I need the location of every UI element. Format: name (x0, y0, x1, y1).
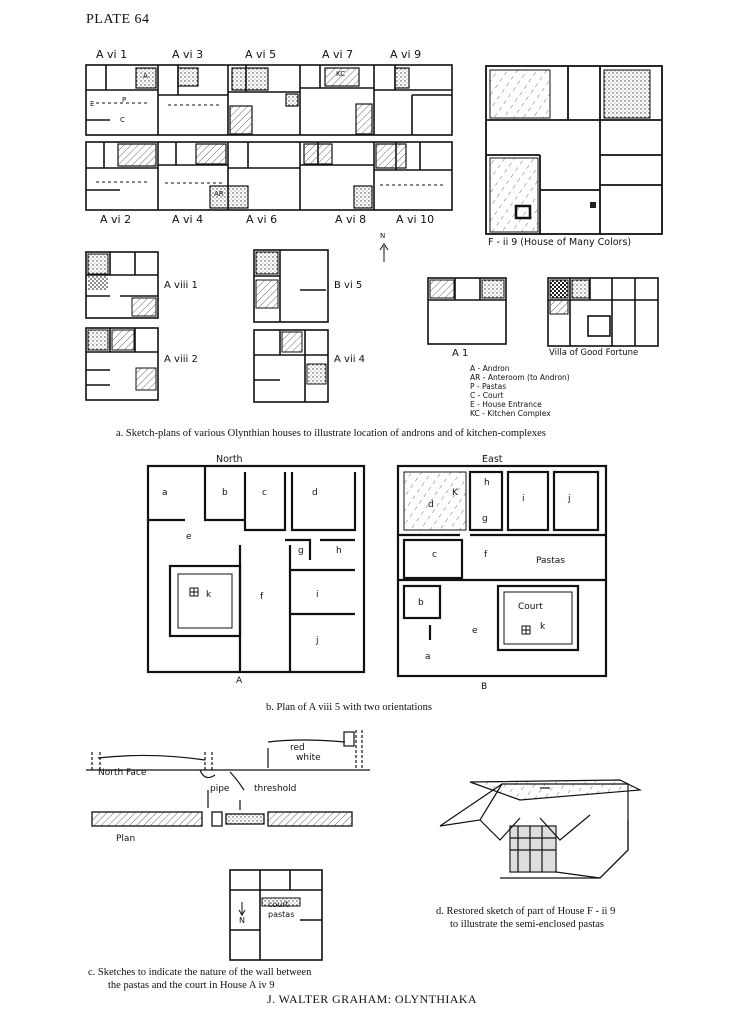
north-face-label: North Face (98, 768, 147, 778)
room-code-c: C (120, 116, 125, 124)
legend-item: KC - Kitchen Complex (470, 409, 551, 418)
label-a-vi-2: A vi 2 (100, 213, 132, 226)
label-a-vi-10: A vi 10 (396, 213, 435, 226)
legend-item: E - House Entrance (470, 400, 542, 409)
pastas-label: Pastas (536, 556, 565, 566)
label-a-vi-5: A vi 5 (245, 48, 277, 61)
room-b-c: c (432, 550, 437, 560)
page-footer: J. WALTER GRAHAM: OLYNTHIAKA (267, 992, 477, 1006)
room-a-c: c (262, 488, 267, 498)
room-code-e: E (90, 100, 95, 108)
legend-item: AR - Anteroom (to Andron) (470, 373, 570, 382)
room-a-g: g (298, 546, 304, 556)
legend-item: A - Andron (470, 364, 510, 373)
threshold-label: threshold (254, 784, 297, 794)
label-a-vi-4: A vi 4 (172, 213, 204, 226)
caption-figure-d-line2: to illustrate the semi-enclosed pastas (450, 919, 604, 930)
label-a-vi-8: A vi 8 (335, 213, 367, 226)
caption-figure-a: a. Sketch-plans of various Olynthian hou… (116, 428, 546, 439)
label-a-vi-3: A vi 3 (172, 48, 204, 61)
label-villa-good-fortune: Villa of Good Fortune (549, 348, 639, 358)
room-b-f: f (484, 550, 488, 560)
label-a-vi-1: A vi 1 (96, 48, 128, 61)
room-b-g: g (482, 514, 488, 524)
north-mini-label: N (239, 916, 245, 925)
plan-b-label: B (481, 682, 488, 692)
room-code-ar: AR (214, 190, 224, 198)
white-label: white (296, 753, 321, 763)
court-mini-label: court (268, 900, 289, 909)
label-a-1: A 1 (452, 348, 469, 359)
room-b-i: i (522, 494, 525, 504)
room-b-e: e (472, 626, 478, 636)
orientation-east: East (482, 454, 503, 465)
label-a-vii-4: A vii 4 (334, 354, 366, 365)
north-arrow-label: N (380, 232, 386, 240)
room-code-a: A (143, 72, 148, 80)
room-b-a: a (425, 652, 431, 662)
legend-item: P - Pastas (470, 382, 507, 391)
room-a-f: f (260, 592, 264, 602)
caption-figure-d-line1: d. Restored sketch of part of House F - … (436, 906, 616, 917)
room-a-b: b (222, 488, 228, 498)
red-label: red (290, 743, 305, 753)
court-label: Court (518, 602, 543, 612)
room-a-h: h (336, 546, 342, 556)
plan-label: Plan (116, 834, 136, 844)
room-a-j: j (316, 636, 319, 646)
room-b-k: k (540, 622, 546, 632)
legend-item: C - Court (470, 391, 504, 400)
plan-a-label: A (236, 676, 243, 686)
room-code-p: P (122, 96, 127, 104)
room-code-kc: KC (336, 70, 346, 78)
caption-figure-b: b. Plan of A viii 5 with two orientation… (266, 702, 432, 713)
room-b-h: h (484, 478, 490, 488)
room-a-k: k (206, 590, 212, 600)
label-a-vi-6: A vi 6 (246, 213, 278, 226)
plate-title: PLATE 64 (86, 12, 150, 27)
room-b-d: d (428, 500, 434, 510)
room-b-b: b (418, 598, 424, 608)
room-legend: A - Andron AR - Anteroom (to Andron) P -… (470, 364, 570, 418)
room-a-a: a (162, 488, 168, 498)
label-a-viii-2: A viii 2 (164, 354, 198, 365)
room-b-j: j (568, 494, 571, 504)
room-a-e: e (186, 532, 192, 542)
room-a-i: i (316, 590, 319, 600)
label-b-vi-5: B vi 5 (334, 280, 363, 291)
room-b-kitchen: K (452, 488, 458, 498)
label-house-many-colors: F - ii 9 (House of Many Colors) (488, 237, 632, 248)
label-a-vi-7: A vi 7 (322, 48, 354, 61)
caption-figure-c-line2: the pastas and the court in House A iv 9 (108, 980, 275, 991)
caption-figure-c-line1: c. Sketches to indicate the nature of th… (88, 967, 312, 978)
pastas-mini-label: pastas (268, 910, 295, 919)
orientation-north: North (216, 454, 243, 465)
label-a-vi-9: A vi 9 (390, 48, 422, 61)
room-a-d: d (312, 488, 318, 498)
pipe-label: pipe (210, 784, 230, 794)
label-a-viii-1: A viii 1 (164, 280, 198, 291)
